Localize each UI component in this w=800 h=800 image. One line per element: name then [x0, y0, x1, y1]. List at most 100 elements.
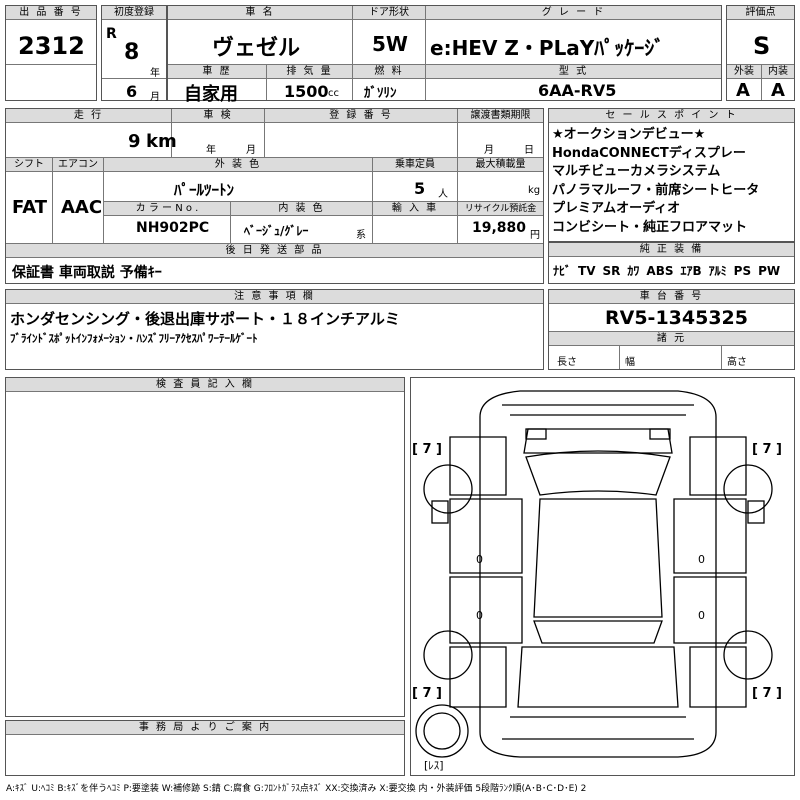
equipment-item: ｶﾜ [627, 264, 640, 278]
equipment-item: ｴｱB [680, 264, 702, 278]
length-label: 長さ [557, 357, 577, 368]
lot-number-box: 出 品 番 号 2312 [5, 5, 97, 101]
fuel-label: 燃 料 [353, 65, 425, 79]
car-diagram-box [410, 377, 795, 776]
dims-label: 諸 元 [549, 332, 794, 346]
spare-label: [ﾚｽ] [424, 759, 444, 772]
sales-point-item: マルチビューカメラシステム [552, 164, 721, 179]
exterior-label: 外装 [727, 65, 761, 79]
vehicle-details-box: 走 行 車 検 登 録 番 号 譲渡書類期限 9 km 年 月 月 日 シフト … [5, 108, 544, 284]
sales-point-item: コンビシート・純正フロアマット [552, 219, 748, 235]
office-label: 事 務 局 よ り ご 案 内 [6, 721, 404, 735]
mileage-label: 走 行 [6, 109, 171, 123]
shift-value: FAT [12, 197, 48, 218]
year-value: 8 [124, 40, 140, 65]
month-value: 6 [126, 82, 138, 101]
transfer-label: 譲渡書類期限 [458, 109, 543, 123]
inspection-year-unit: 年 [206, 145, 216, 156]
zero-left-1: 0 [476, 553, 483, 566]
equipment-item: ABS [646, 264, 674, 278]
era: R [106, 26, 117, 42]
inspection-label: 車 検 [172, 109, 264, 123]
recycle-unit: 円 [530, 230, 540, 241]
later-value: 保証書 車両取説 予備ｷｰ [12, 265, 162, 281]
lot-number-label: 出 品 番 号 [6, 6, 96, 20]
tire-tl-label: [ 7 ] [412, 442, 442, 457]
transfer-day-unit: 日 [524, 145, 534, 156]
displacement-unit: cc [328, 88, 339, 99]
sales-points-box: セ ー ル ス ポ イ ン ト ★オークションデビュー★ HondaCONNECT… [548, 108, 795, 242]
color-no-value: NH902PC [136, 220, 210, 236]
chassis-label: 車 台 番 号 [549, 290, 794, 304]
mileage-unit: km [146, 131, 177, 152]
tire-tr-label: [ 7 ] [752, 442, 782, 457]
inspector-label: 検 査 員 記 入 欄 [6, 378, 404, 392]
sales-point-item: パノラマルーフ・前席シートヒータ [552, 182, 760, 198]
notes-line-2: ﾌﾞﾗｲﾝﾄﾞｽﾎﾟｯﾄｲﾝﾌｫﾒｰｼｮﾝ・ﾊﾝｽﾞﾌﾘｰｱｸｾｽﾊﾟﾜｰﾃｰﾙ… [10, 332, 258, 345]
exterior-color-label: 外 装 色 [104, 158, 372, 172]
office-box: 事 務 局 よ り ご 案 内 [5, 720, 405, 776]
grade-label: グ レ ー ド [426, 6, 721, 20]
chassis-value: RV5-1345325 [605, 307, 748, 329]
displacement-label: 排 気 量 [267, 65, 352, 79]
sales-point-item: HondaCONNECTディスプレー [552, 145, 746, 161]
max-load-unit: kg [528, 185, 541, 196]
shift-label: シフト [6, 158, 52, 172]
notes-line-1: ホンダセンシング・後退出庫サポート・１８インチアルミ [10, 310, 400, 328]
grade-value: e:HEV Z・PLaYﾊﾟｯｹｰｼﾞ [430, 36, 665, 60]
recycle-label: リサイクル預託金 [458, 202, 543, 216]
later-label: 後 日 発 送 部 品 [6, 244, 543, 258]
equipment-item: ｱﾙﾐ [708, 264, 727, 278]
tire-br-label: [ 7 ] [752, 686, 782, 701]
model-name: ヴェゼル [212, 36, 301, 61]
sales-point-item: ★オークションデビュー★ [552, 127, 706, 142]
equipment-item: SR [602, 264, 621, 278]
equipment-item: PS [733, 264, 752, 278]
exterior-value: A [736, 80, 750, 101]
model-code-label: 型 式 [426, 65, 721, 79]
score-box: 評価点 S 外装 内装 A A [726, 5, 795, 101]
capacity-unit: 人 [438, 189, 448, 200]
zero-left-2: 0 [476, 609, 483, 622]
interior-color-value: ﾍﾞｰｼﾞｭ/ｸﾞﾚｰ [244, 224, 309, 238]
registration-label: 登 録 番 号 [265, 109, 457, 123]
car-diagram: [ 7 ] [ 7 ] [ 7 ] [ 7 ] [ﾚｽ] 0 0 0 0 [412, 390, 782, 772]
notes-box: 注 意 事 項 欄 ホンダセンシング・後退出庫サポート・１８インチアルミ ﾌﾞﾗ… [5, 289, 544, 370]
import-label: 輸 入 車 [373, 202, 457, 216]
equipment-item: TV [578, 264, 596, 278]
chassis-box: 車 台 番 号 RV5-1345325 諸 元 長さ 幅 高さ [548, 289, 795, 370]
history-label: 車 歴 [168, 65, 266, 79]
history-value: 自家用 [184, 84, 238, 105]
recycle-value: 19,880 [472, 220, 527, 236]
equipment-label: 純 正 装 備 [549, 243, 794, 257]
first-registration-box: 初度登録 R 8 年 6 月 [101, 5, 167, 103]
sales-point-item: プレミアムオーディオ [552, 201, 681, 216]
max-load-label: 最大積載量 [458, 158, 543, 172]
zero-right-1: 0 [698, 553, 705, 566]
sales-points-label: セ ー ル ス ポ イ ン ト [549, 109, 794, 123]
transfer-month-unit: 月 [484, 145, 494, 156]
door-value: 5W [372, 32, 408, 56]
zero-right-2: 0 [698, 609, 705, 622]
inspector-box: 検 査 員 記 入 欄 [5, 377, 405, 717]
mileage-value: 9 [128, 131, 141, 152]
aircon-value: AAC [61, 197, 103, 218]
interior-color-label: 内 装 色 [231, 202, 372, 216]
tire-bl-label: [ 7 ] [412, 686, 442, 701]
capacity-value: 5 [414, 179, 426, 198]
equipment-item: ﾅﾋﾞ [553, 264, 572, 278]
width-label: 幅 [625, 357, 635, 368]
model-name-label: 車 名 [168, 6, 352, 20]
first-reg-label: 初度登録 [102, 6, 166, 20]
interior-value: A [771, 80, 785, 101]
aircon-label: エアコン [53, 158, 103, 172]
model-grade-box: 車 名 ドア形状 グ レ ー ド ヴェゼル 5W e:HEV Z・PLaYﾊﾟｯ… [167, 5, 722, 105]
door-label: ドア形状 [353, 6, 425, 20]
score-label: 評価点 [727, 6, 794, 20]
month-unit: 月 [150, 92, 160, 103]
inspection-month-unit: 月 [246, 145, 256, 156]
score-value: S [753, 32, 771, 60]
legend: A:ｷｽﾞ U:ﾍｺﾐ B:ｷｽﾞを伴うﾍｺﾐ P:要塗装 W:補修跡 S:錆 … [6, 784, 587, 794]
height-label: 高さ [727, 357, 747, 368]
